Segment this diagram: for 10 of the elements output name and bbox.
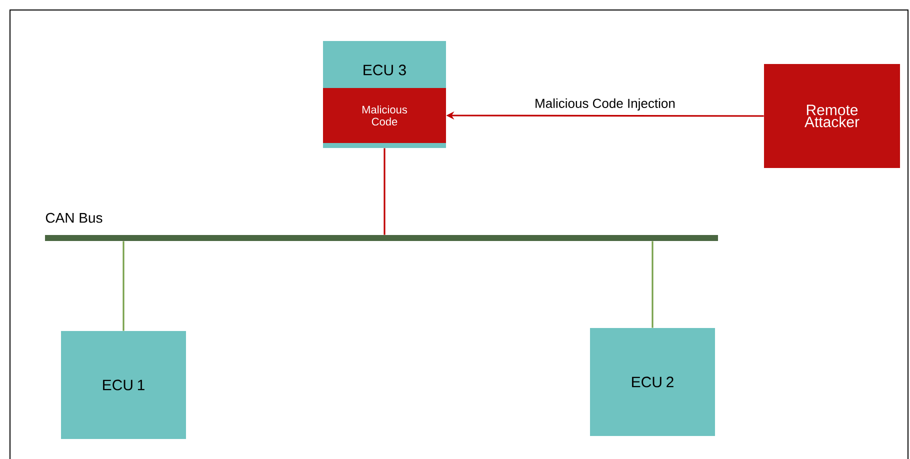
bus-bar: CAN Bus <box>45 212 718 241</box>
edge-label: Malicious Code Injection <box>534 97 676 112</box>
ecu-box: ECU 2 <box>590 328 715 436</box>
attacker-box: Remote Attacker <box>764 64 900 168</box>
connector-line <box>122 241 124 331</box>
ecu-box: ECU 1 <box>61 331 186 439</box>
malicious-code-box: Malicious Code <box>323 88 446 143</box>
node-label: CAN Bus <box>46 212 102 223</box>
connector-line <box>652 241 654 328</box>
connector-line <box>384 148 386 235</box>
